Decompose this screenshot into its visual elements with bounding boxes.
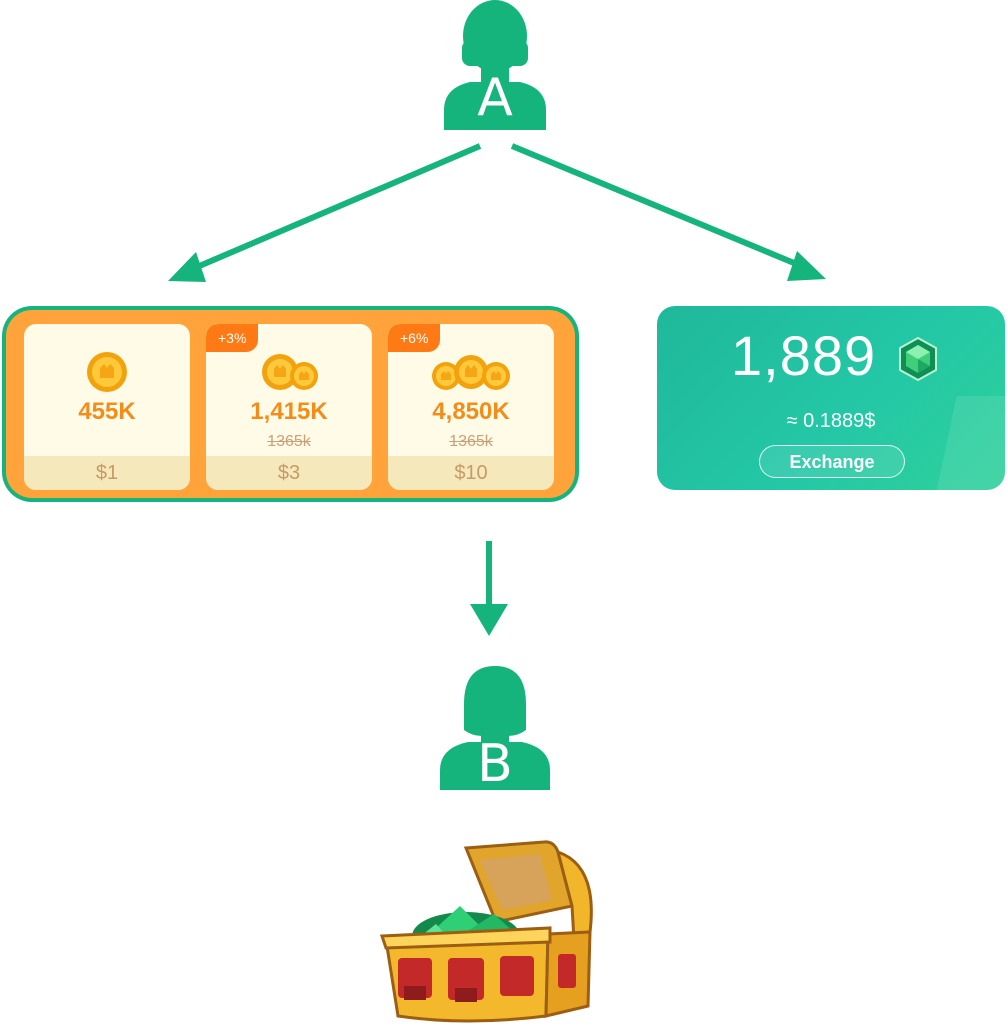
arrowhead-right — [787, 251, 826, 281]
coin-packages-panel: 455K $1 +3% 1,415K 1365k $3 — [2, 306, 579, 502]
exchange-button[interactable]: Exchange — [759, 445, 905, 478]
package-card[interactable]: +3% 1,415K 1365k $3 — [206, 324, 372, 490]
package-price: $10 — [388, 456, 554, 490]
package-amount: 455K — [78, 398, 136, 425]
package-original-amount: 1365k — [267, 433, 311, 450]
male-user-icon — [444, 0, 546, 130]
coin-packages-inner: 455K $1 +3% 1,415K 1365k $3 — [6, 310, 575, 498]
gem-usd-value: ≈ 0.1889$ — [786, 410, 876, 432]
person-a: A — [440, 0, 550, 130]
package-card[interactable]: 455K $1 — [24, 324, 190, 490]
gold-coins-icon — [262, 354, 318, 390]
female-user-icon — [440, 666, 550, 790]
emerald-gem-icon — [899, 336, 937, 382]
arrowhead-down — [470, 604, 508, 636]
arrowhead-left — [168, 252, 206, 282]
bonus-badge: +3% — [206, 324, 259, 352]
package-card[interactable]: +6% 4,850K 1365k $1 — [388, 324, 554, 490]
arrow-a-to-packages — [188, 143, 482, 273]
gold-coins-icon — [432, 355, 510, 390]
package-original-amount: 1365k — [449, 433, 493, 450]
node-a-label: A — [477, 68, 513, 128]
package-price: $3 — [206, 456, 372, 490]
bonus-badge: +6% — [388, 324, 441, 352]
gold-coin-icon — [87, 352, 127, 392]
gem-balance-card: 1,889 ≈ 0.1889$ Exchange — [657, 306, 1005, 490]
person-b: B — [438, 664, 552, 790]
arrow-a-to-gems — [510, 143, 808, 271]
package-amount: 1,415K — [250, 398, 328, 425]
node-b-label: B — [477, 734, 513, 794]
package-price: $1 — [24, 456, 190, 490]
package-amount: 4,850K — [432, 398, 510, 425]
treasure-chest-icon — [379, 840, 593, 1023]
gem-amount: 1,889 — [731, 324, 877, 387]
